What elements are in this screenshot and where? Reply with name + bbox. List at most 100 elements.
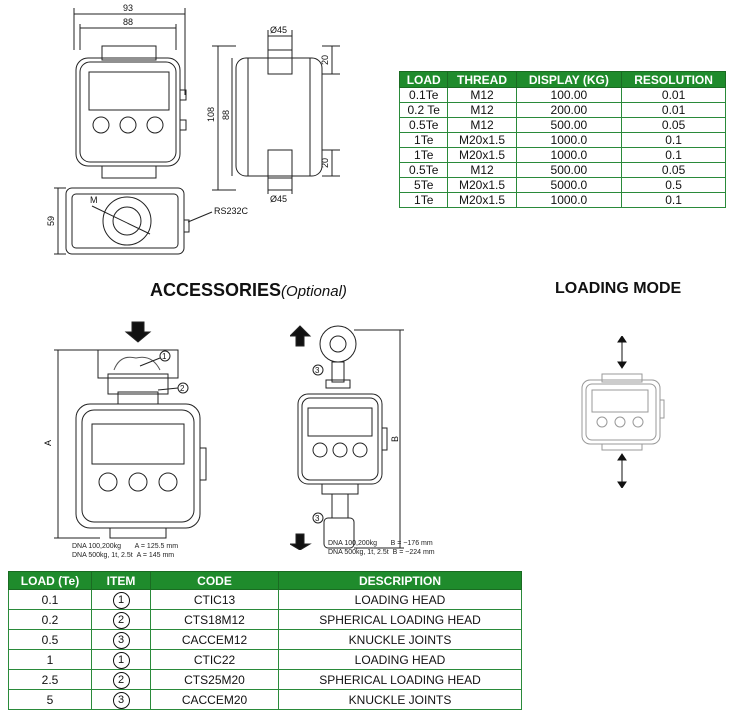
spec-cell: 0.01: [621, 102, 726, 118]
loading-mode-drawing: [581, 336, 665, 488]
accessories-title: ACCESSORIES(Optional): [150, 280, 347, 301]
loading-mode-title: LOADING MODE: [555, 280, 682, 297]
accessories-title-optional: (Optional): [281, 283, 347, 300]
acc-cell-code: CACCEM20: [150, 689, 279, 710]
spec-cell: 0.1: [621, 132, 726, 148]
acc-cell-description: LOADING HEAD: [278, 649, 522, 670]
dim-depth: 59: [46, 216, 56, 226]
spec-cell: 1Te: [398, 132, 449, 148]
dim-height-body: 88: [221, 110, 231, 120]
dim-b-label: B: [390, 436, 400, 442]
spec-cell: 5Te: [398, 177, 449, 193]
spec-cell: 500.00: [515, 162, 623, 178]
acc-cell-load: 0.2: [8, 609, 92, 630]
note-left-1b: A = 125.5 mm: [134, 543, 179, 550]
acc-header-description: DESCRIPTION: [278, 571, 522, 590]
acc-cell-load: 2.5: [8, 669, 92, 690]
acc-cell-load: 1: [8, 649, 92, 670]
item-number: 2: [112, 672, 130, 689]
acc-cell-item: 2: [91, 609, 151, 630]
spec-cell: 1Te: [398, 192, 449, 208]
callout-2: 2: [180, 384, 185, 393]
spec-cell: 0.2 Te: [398, 102, 449, 118]
acc-cell-load: 0.5: [8, 629, 92, 650]
spec-cell: 500.00: [515, 117, 623, 133]
spec-cell: 0.1: [621, 147, 726, 163]
spec-header-display: DISPLAY (KG): [515, 71, 623, 88]
spec-cell: 0.1Te: [398, 87, 449, 103]
spec-header-load: LOAD: [398, 71, 449, 88]
spec-cell: 1000.0: [515, 132, 623, 148]
note-left-2a: DNA 500kg, 1t, 2.5t: [72, 552, 133, 559]
accessories-title-main: ACCESSORIES: [150, 280, 282, 300]
acc-cell-code: CTIC22: [150, 649, 279, 670]
acc-cell-code: CTS18M12: [150, 609, 279, 630]
spec-cell: 0.05: [621, 117, 726, 133]
spec-cell: 1000.0: [515, 147, 623, 163]
acc-cell-item: 3: [91, 629, 151, 650]
spec-cell: 1Te: [398, 147, 449, 163]
spec-header-resolution: RESOLUTION: [621, 71, 726, 88]
spec-header-row: LOAD THREAD DISPLAY (KG) RESOLUTION: [398, 71, 726, 88]
spec-cell: 0.5: [621, 177, 726, 193]
note-right-1b: B = ~176 mm: [390, 540, 433, 547]
acc-header-row: LOAD (Te) ITEM CODE DESCRIPTION: [8, 571, 522, 590]
spec-cell: 5000.0: [515, 177, 623, 193]
spec-cell: 0.5Te: [398, 162, 449, 178]
dim-body-width: 88: [123, 17, 133, 27]
label-rs232c: RS232C: [214, 206, 249, 216]
note-right-1a: DNA 100,200kg: [328, 540, 378, 547]
acc-cell-code: CACCEM12: [150, 629, 279, 650]
dim-overall-width: 93: [123, 3, 133, 13]
note-right-line2: DNA 500kg, 1t, 2.5t B = ~224 mm: [328, 549, 435, 556]
item-number: 3: [112, 632, 130, 649]
spec-cell: 0.1: [621, 192, 726, 208]
item-number: 1: [112, 592, 130, 609]
dim-diameter-bottom: Ø45: [270, 194, 287, 204]
spec-cell: M12: [447, 117, 517, 133]
spec-cell: M12: [447, 102, 517, 118]
item-number: 1: [112, 652, 130, 669]
callout-3-bottom: 3: [315, 514, 320, 523]
spec-cell: 0.5Te: [398, 117, 449, 133]
spec-cell: 1000.0: [515, 192, 623, 208]
acc-header-load: LOAD (Te): [8, 571, 92, 590]
note-left-line1: DNA 100,200kg A = 125.5 mm: [72, 543, 178, 550]
acc-cell-description: LOADING HEAD: [278, 589, 522, 610]
spec-cell: 0.05: [621, 162, 726, 178]
dim-a-label: A: [43, 440, 53, 446]
label-thread: M: [90, 195, 98, 205]
spec-cell: M12: [447, 87, 517, 103]
acc-cell-description: SPHERICAL LOADING HEAD: [278, 669, 522, 690]
item-number: 2: [112, 612, 130, 629]
acc-cell-item: 1: [91, 589, 151, 610]
accessory-knuckle-joint-drawing: B 3 3: [290, 325, 404, 550]
note-right-line1: DNA 100,200kg B = ~176 mm: [328, 540, 433, 547]
dim-end-top: 20: [320, 55, 330, 65]
spec-cell: M20x1.5: [447, 132, 517, 148]
dim-end-bottom: 20: [320, 158, 330, 168]
spec-table: LOAD THREAD DISPLAY (KG) RESOLUTION 0.1T…: [398, 71, 726, 208]
callout-3-top: 3: [315, 366, 320, 375]
acc-cell-load: 5: [8, 689, 92, 710]
acc-cell-item: 1: [91, 649, 151, 670]
spec-header-thread: THREAD: [447, 71, 517, 88]
acc-cell-code: CTIC13: [150, 589, 279, 610]
spec-cell: M20x1.5: [447, 177, 517, 193]
spec-cell: M20x1.5: [447, 147, 517, 163]
acc-cell-description: KNUCKLE JOINTS: [278, 629, 522, 650]
acc-cell-description: SPHERICAL LOADING HEAD: [278, 609, 522, 630]
note-right-2a: DNA 500kg, 1t, 2.5t: [328, 549, 389, 556]
acc-cell-item: 3: [91, 689, 151, 710]
